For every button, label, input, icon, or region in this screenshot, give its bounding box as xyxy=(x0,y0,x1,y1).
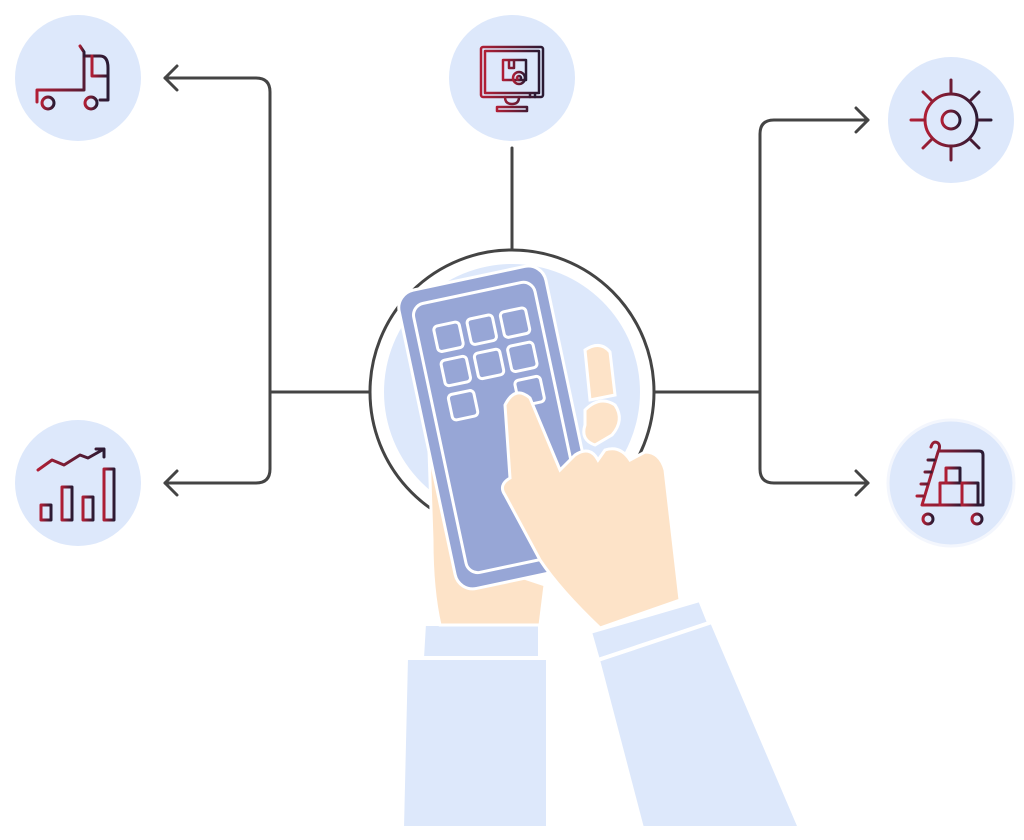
connectors xyxy=(163,64,870,497)
node-monitor xyxy=(449,15,575,141)
connector-right xyxy=(653,118,870,485)
gear-icon xyxy=(909,78,993,162)
arrowhead-chart xyxy=(163,469,179,497)
right-sleeve xyxy=(595,619,804,830)
node-cart xyxy=(886,418,1016,548)
truck-icon xyxy=(35,44,110,111)
hands-holding-phone-icon xyxy=(397,264,804,830)
connector-left xyxy=(163,76,374,485)
arrowhead-cart xyxy=(854,469,870,497)
node-gear xyxy=(888,57,1014,183)
growth-chart-icon xyxy=(35,447,122,522)
arrowhead-gear xyxy=(854,106,870,134)
node-chart xyxy=(15,420,141,546)
hand-truck-boxes-icon xyxy=(915,440,985,526)
node-truck xyxy=(15,15,141,141)
monitor-package-settings-icon xyxy=(479,45,545,113)
arrowhead-truck xyxy=(163,64,179,92)
left-sleeve xyxy=(399,656,550,830)
right-hand xyxy=(500,391,682,630)
